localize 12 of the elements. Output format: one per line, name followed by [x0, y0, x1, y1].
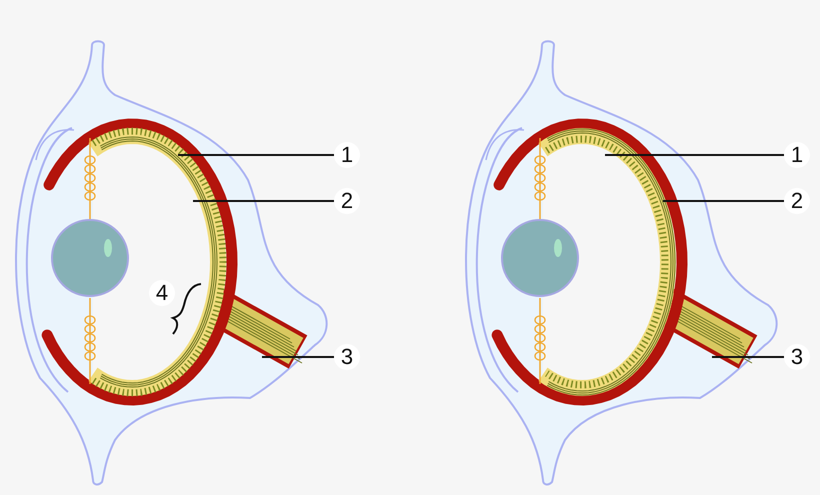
- leader-line: [605, 154, 784, 156]
- callout-number: 2: [334, 188, 360, 214]
- leader-line: [712, 356, 784, 358]
- leader-line: [663, 200, 784, 202]
- callout-number: 3: [334, 344, 360, 370]
- callout-number: 1: [334, 142, 360, 168]
- callout-number: 1: [784, 142, 810, 168]
- leader-line: [262, 356, 334, 358]
- leader-line: [178, 154, 334, 156]
- callout-number: 3: [784, 344, 810, 370]
- callout-number: 2: [784, 188, 810, 214]
- leader-line: [193, 200, 334, 202]
